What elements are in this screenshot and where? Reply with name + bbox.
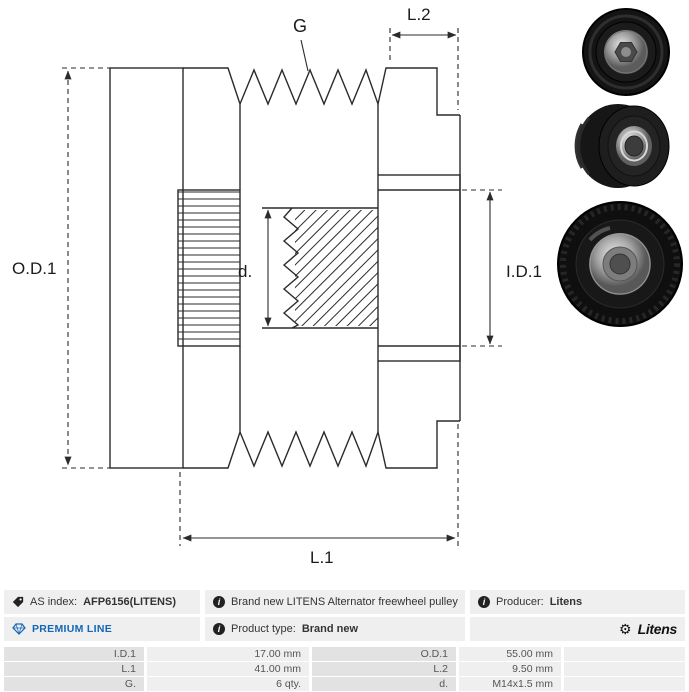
info-panel: AS index: AFP6156(LITENS) i Brand new LI… [4, 590, 685, 691]
spec-filler [564, 647, 685, 661]
dimension-lines [62, 28, 502, 546]
description-cell: i Brand new LITENS Alternator freewheel … [205, 590, 465, 614]
thread-hatch [295, 210, 378, 326]
spec-key: d. [312, 677, 456, 691]
splined-sleeve-hatch [177, 189, 241, 347]
premium-line-cell: PREMIUM LINE [4, 617, 200, 641]
premium-line-label: PREMIUM LINE [32, 623, 113, 635]
brand-logo-cell: ⚙ Litens [470, 617, 685, 641]
spec-filler [564, 662, 685, 676]
info-icon: i [213, 623, 225, 635]
as-index-cell: AS index: AFP6156(LITENS) [4, 590, 200, 614]
dimension-label-g: G [293, 16, 307, 36]
spec-key: L.1 [4, 662, 144, 676]
as-index-label: AS index: [30, 596, 78, 608]
info-icon: i [478, 596, 490, 608]
product-photo-front[interactable] [566, 6, 686, 98]
product-type-label: Product type: [231, 623, 296, 635]
tag-icon [12, 596, 24, 608]
technical-drawing: O.D.1 G L.2 d. I.D.1 L.1 [12, 5, 542, 567]
producer-value: Litens [549, 596, 583, 608]
dimension-label-od1: O.D.1 [12, 259, 56, 278]
thread-profile [282, 207, 300, 329]
dimension-label-l1: L.1 [310, 548, 334, 567]
spec-key: G. [4, 677, 144, 691]
pulley-outline [109, 67, 461, 469]
spec-value: 9.50 mm [459, 662, 561, 676]
dimension-label-id1: I.D.1 [506, 262, 542, 281]
product-type-value: Brand new [301, 623, 359, 635]
product-photo-angled[interactable] [552, 196, 688, 332]
producer-cell: i Producer: Litens [470, 590, 685, 614]
meta-row-2: PREMIUM LINE i Product type: Brand new ⚙… [4, 617, 685, 641]
spec-value: 17.00 mm [147, 647, 309, 661]
producer-label: Producer: [496, 596, 544, 608]
spec-value: 6 qty. [147, 677, 309, 691]
spec-key: I.D.1 [4, 647, 144, 661]
info-icon: i [213, 596, 225, 608]
product-photo-side[interactable] [566, 100, 686, 192]
meta-row-1: AS index: AFP6156(LITENS) i Brand new LI… [4, 590, 685, 614]
brand-logo-text: Litens [637, 621, 678, 637]
dimension-label-l2: L.2 [407, 5, 431, 24]
product-description: Brand new LITENS Alternator freewheel pu… [231, 596, 458, 608]
spec-key: O.D.1 [312, 647, 456, 661]
as-index-value: AFP6156(LITENS) [83, 596, 177, 608]
spec-value: M14x1.5 mm [459, 677, 561, 691]
spec-filler [564, 677, 685, 691]
gear-icon: ⚙ [619, 621, 632, 637]
spec-value: 41.00 mm [147, 662, 309, 676]
spec-value: 55.00 mm [459, 647, 561, 661]
spec-table: I.D.1 17.00 mm O.D.1 55.00 mm L.1 41.00 … [4, 647, 685, 691]
dimension-labels: O.D.1 G L.2 d. I.D.1 L.1 [12, 5, 542, 567]
spec-key: L.2 [312, 662, 456, 676]
diamond-icon [12, 623, 26, 635]
product-type-cell: i Product type: Brand new [205, 617, 465, 641]
dimension-label-d: d. [238, 262, 252, 281]
